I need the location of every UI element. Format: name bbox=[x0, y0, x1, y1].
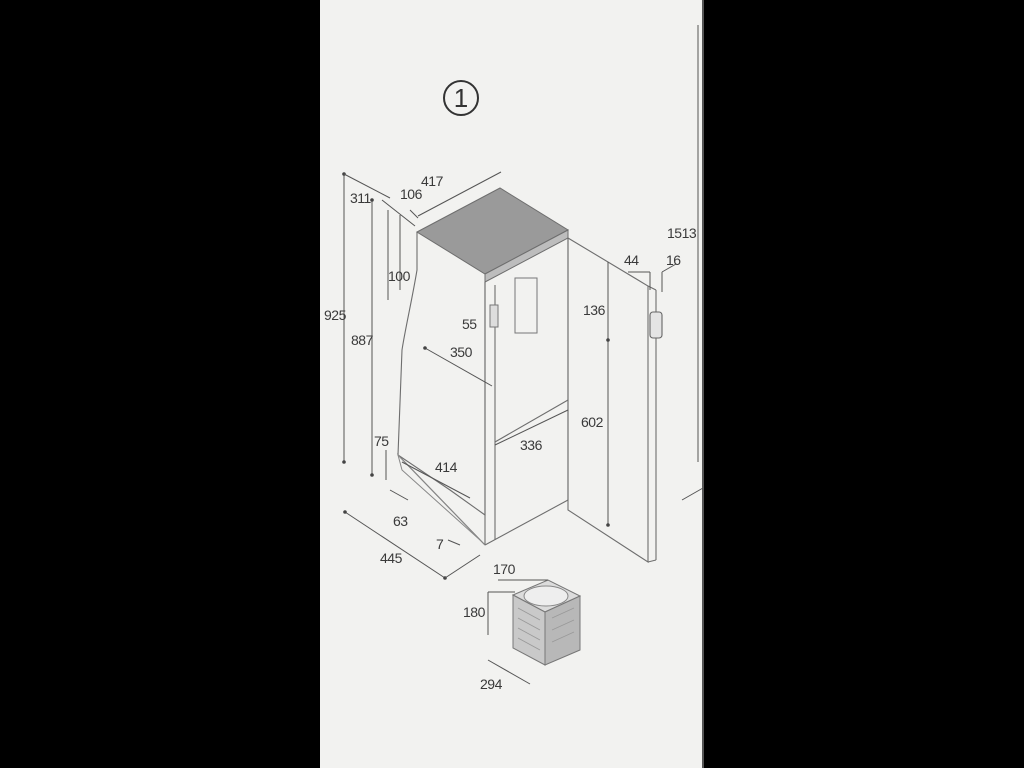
figure-number: 1 bbox=[454, 83, 468, 113]
cabinet-bottom-edge bbox=[484, 499, 569, 546]
unit-right-face bbox=[544, 595, 581, 666]
label-body-height: 887 bbox=[351, 332, 374, 348]
cooling-unit: 170 180 294 bbox=[463, 561, 582, 692]
label-offset-top-left: 311 bbox=[350, 190, 372, 206]
dim-line-336 bbox=[494, 409, 569, 446]
door-handle bbox=[649, 311, 663, 339]
dim-line-unit-depth bbox=[487, 659, 531, 685]
dim-tick bbox=[606, 338, 610, 342]
dim-tick bbox=[370, 473, 374, 477]
door-bottom-edge bbox=[647, 559, 657, 563]
label-window-height: 136 bbox=[583, 302, 606, 318]
figure-number-circle bbox=[443, 80, 479, 116]
unit-grille-line bbox=[551, 607, 575, 619]
dim-tick bbox=[370, 198, 374, 202]
cabinet-door bbox=[567, 237, 663, 564]
label-foot-gap: 7 bbox=[436, 536, 444, 552]
dim-tick bbox=[423, 346, 427, 350]
label-top-inset: 106 bbox=[400, 186, 423, 202]
figure-number-badge: 1 bbox=[443, 80, 479, 116]
dim-tick bbox=[606, 523, 610, 527]
label-base-height: 75 bbox=[374, 433, 389, 449]
label-unit-depth: 294 bbox=[480, 676, 503, 692]
handle-knob bbox=[489, 304, 499, 328]
technical-drawing: 1 bbox=[324, 0, 704, 768]
dimension-labels: 417 311 106 100 925 887 55 350 1513 44 1… bbox=[324, 173, 697, 566]
unit-fan bbox=[523, 585, 569, 607]
scan-page: 1 bbox=[320, 0, 704, 768]
back-window bbox=[514, 277, 538, 334]
label-door-offset: 44 bbox=[624, 252, 639, 268]
dim-line-445 bbox=[344, 511, 446, 579]
dim-line-106 bbox=[409, 209, 419, 219]
cabinet-inner-shelf bbox=[494, 399, 569, 443]
dim-tick bbox=[342, 460, 346, 464]
dim-line-16 bbox=[661, 263, 677, 273]
label-unit-height: 180 bbox=[463, 604, 486, 620]
dim-line-63 bbox=[389, 489, 409, 501]
cabinet-left-wall bbox=[397, 232, 486, 517]
label-overall-depth: 445 bbox=[380, 550, 403, 566]
cabinet-plinth bbox=[397, 453, 486, 546]
unit-grille-line bbox=[517, 637, 541, 651]
dim-line-417 bbox=[417, 171, 502, 217]
unit-grille-line bbox=[551, 631, 575, 643]
label-overall-height: 1513 bbox=[667, 225, 697, 241]
label-foot: 63 bbox=[393, 513, 408, 529]
unit-grille-line bbox=[517, 627, 541, 641]
dimension-lines bbox=[342, 25, 704, 580]
dim-tick bbox=[343, 510, 347, 514]
label-total-height: 925 bbox=[324, 307, 347, 323]
label-top-width: 417 bbox=[421, 173, 444, 189]
cabinet-top-panel bbox=[415, 187, 570, 275]
dim-ext-line bbox=[681, 487, 704, 501]
label-door-thickness: 16 bbox=[666, 252, 681, 268]
label-base-depth: 414 bbox=[435, 459, 458, 475]
dim-line-414 bbox=[401, 461, 471, 499]
dim-ext-line bbox=[343, 173, 391, 199]
label-door-inner-height: 602 bbox=[581, 414, 604, 430]
door-top-edge bbox=[647, 285, 657, 291]
dim-ext-line bbox=[444, 554, 481, 579]
cabinet-body bbox=[397, 187, 570, 546]
unit-grille-line bbox=[551, 619, 575, 631]
label-recess-height: 100 bbox=[388, 268, 411, 284]
unit-grille-line bbox=[517, 607, 541, 621]
label-inner-depth: 350 bbox=[450, 344, 473, 360]
label-unit-width: 170 bbox=[493, 561, 516, 577]
unit-grille-line bbox=[517, 617, 541, 631]
dim-line-7 bbox=[447, 539, 461, 546]
dim-line-350 bbox=[424, 347, 493, 387]
dim-line-311 bbox=[381, 199, 416, 227]
label-handle-height: 55 bbox=[462, 316, 477, 332]
label-inner-width: 336 bbox=[520, 437, 543, 453]
